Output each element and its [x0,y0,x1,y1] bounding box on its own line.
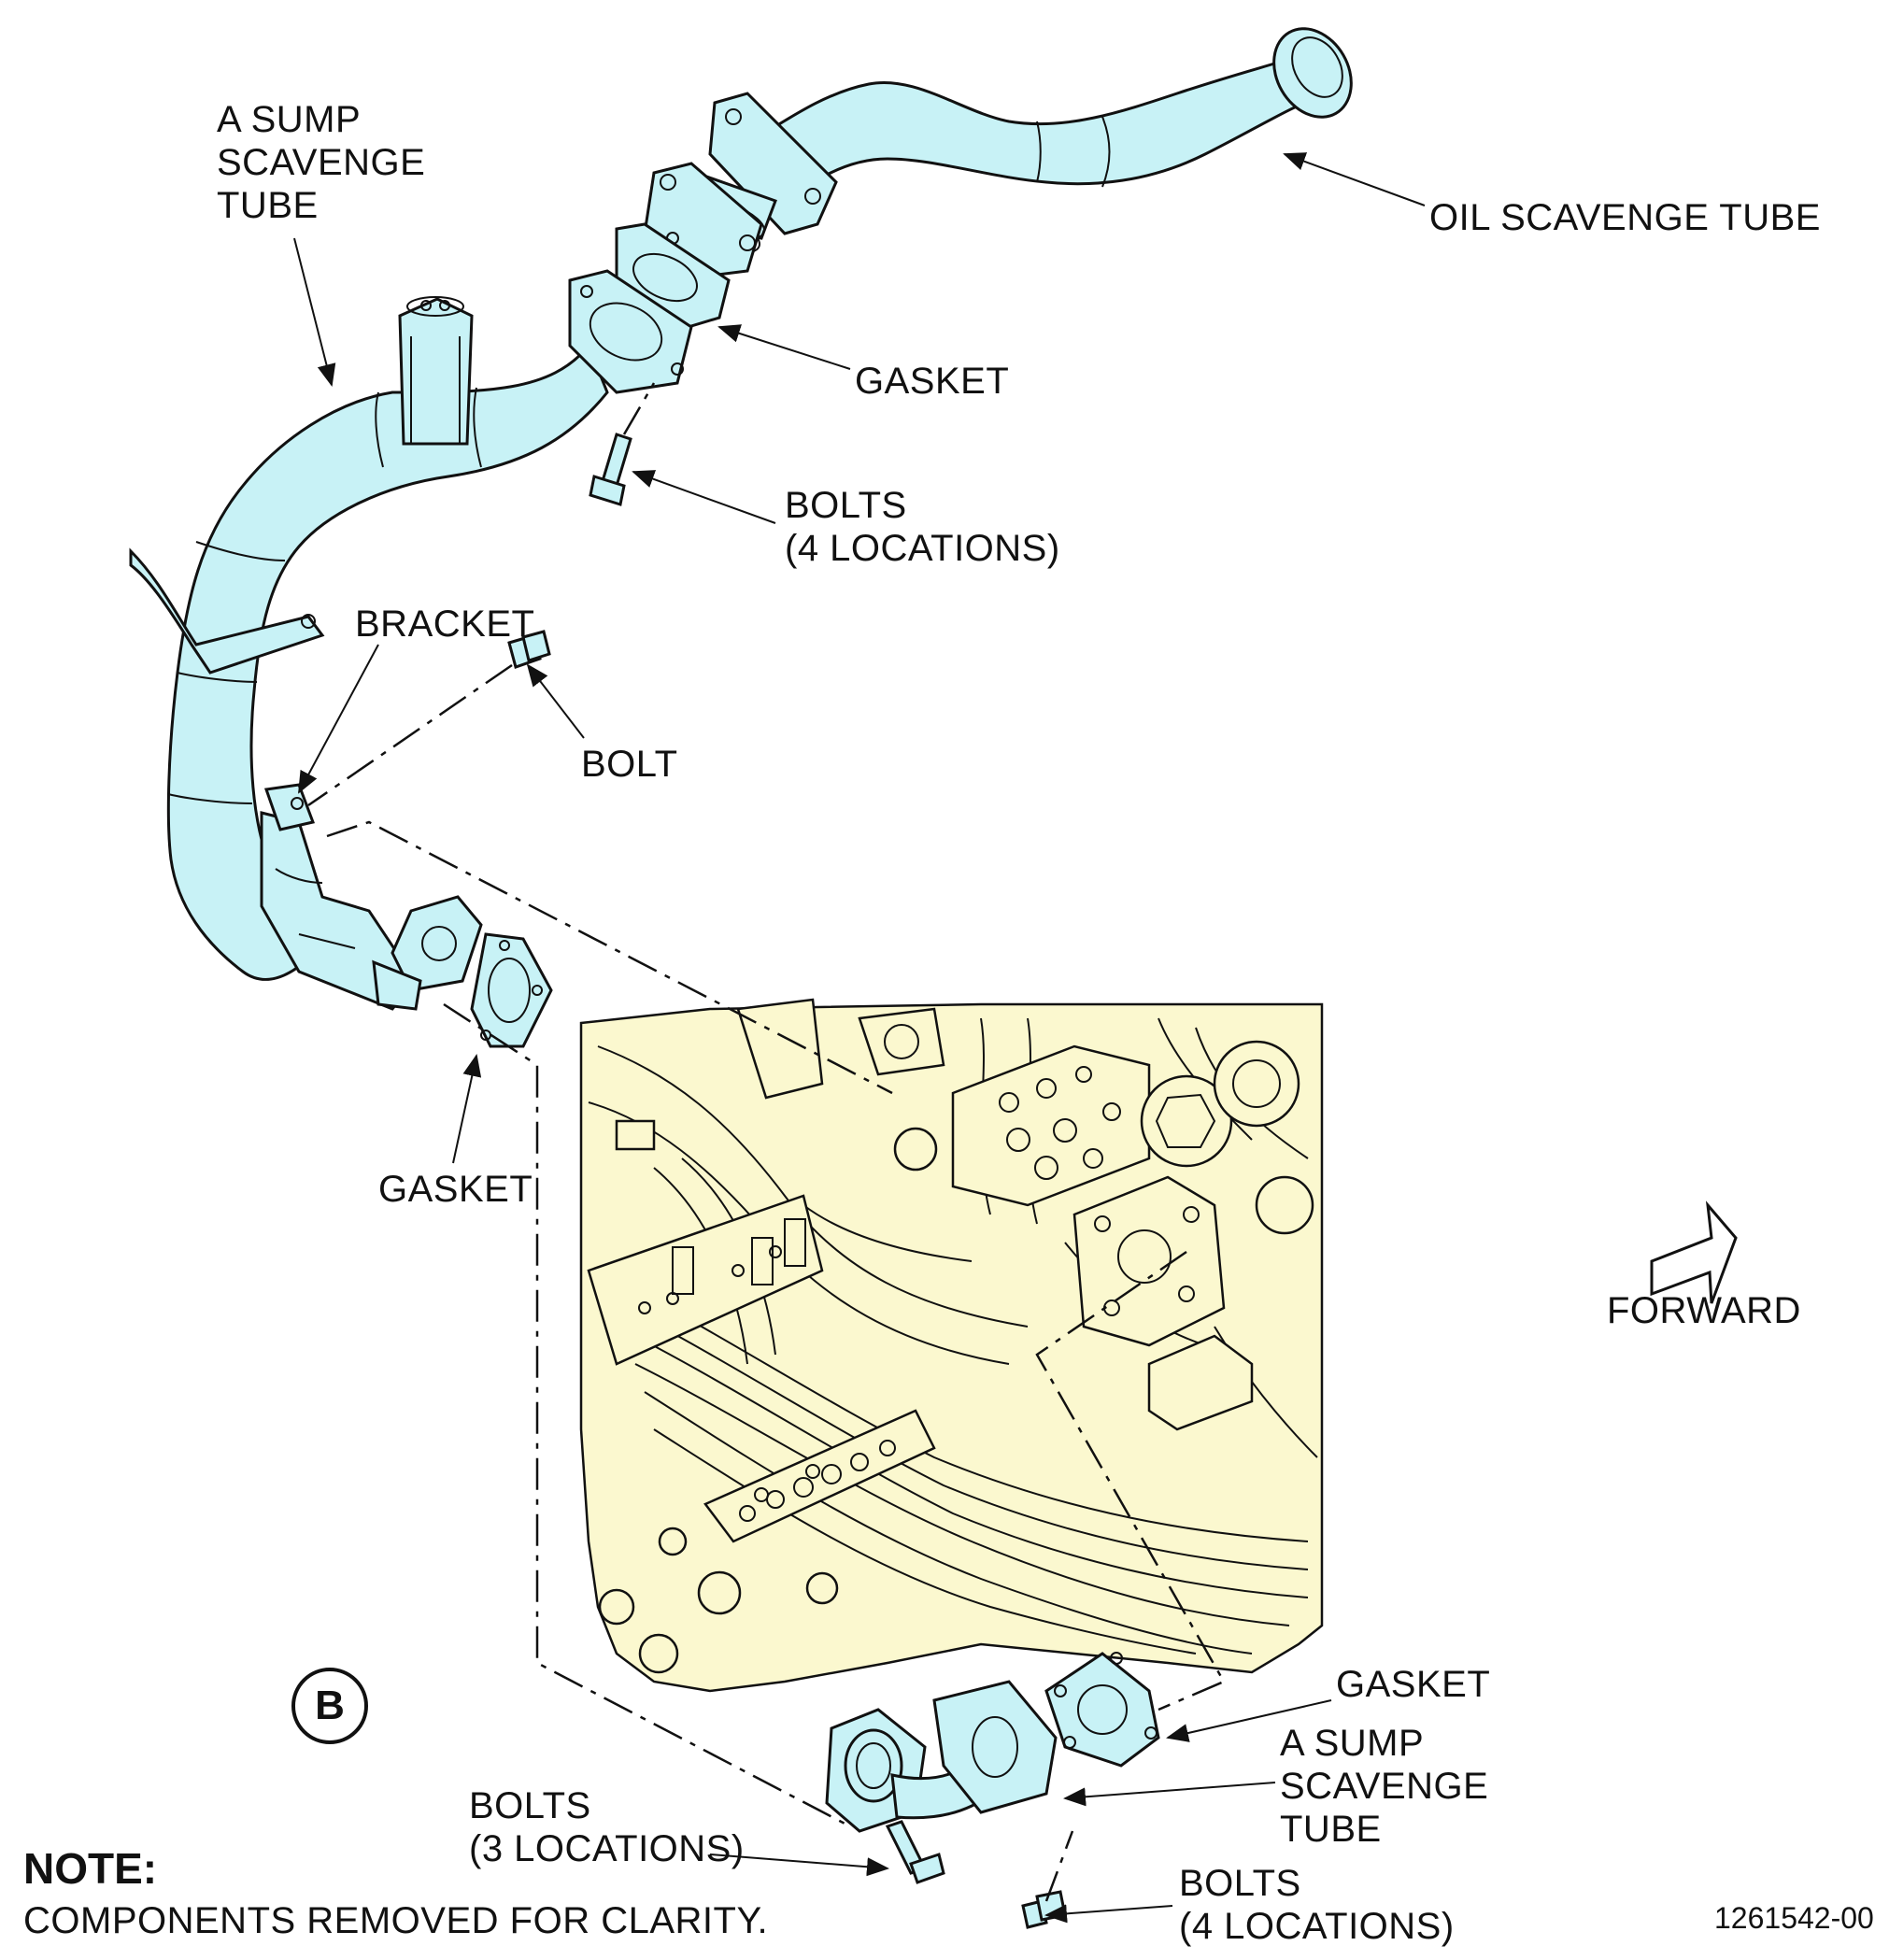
gasket-mid [470,932,553,1048]
label-gasket-bottom: GASKET [1336,1664,1491,1705]
label-a-sump-scavenge-tube-top: A SUMP SCAVENGE TUBE [217,99,426,226]
label-a-sump-scavenge-tube-bottom: A SUMP SCAVENGE TUBE [1280,1723,1489,1850]
label-bolts-4-bottom: BOLTS (4 LOCATIONS) [1179,1863,1455,1947]
assembly-dashed-lines [326,820,1226,1828]
label-bracket: BRACKET [355,604,535,645]
bracket-bolt [307,630,551,807]
engine-gearbox-area [579,998,1324,1693]
note-title: NOTE: [23,1844,158,1893]
view-b-marker: B [291,1668,368,1744]
forward-arrow-icon [1650,1200,1738,1304]
a-sump-scavenge-tube-bottom [825,1652,1160,1929]
leader-lines [293,152,1426,1924]
label-bolts-3: BOLTS (3 LOCATIONS) [469,1785,745,1869]
label-gasket-top: GASKET [855,361,1010,402]
label-bolts-4-top: BOLTS (4 LOCATIONS) [785,485,1060,569]
label-forward: FORWARD [1607,1290,1801,1331]
view-b-letter: B [315,1683,345,1728]
oil-scavenge-tube [680,27,1353,254]
gasket-top-stack [568,162,763,506]
note-text: COMPONENTS REMOVED FOR CLARITY. [23,1900,769,1941]
label-bolt: BOLT [581,744,678,785]
a-sump-scavenge-tube-top [129,296,609,1011]
label-gasket-mid: GASKET [378,1169,533,1210]
label-oil-scavenge-tube: OIL SCAVENGE TUBE [1429,197,1821,238]
figure-code: 1261542-00 [1714,1901,1874,1935]
